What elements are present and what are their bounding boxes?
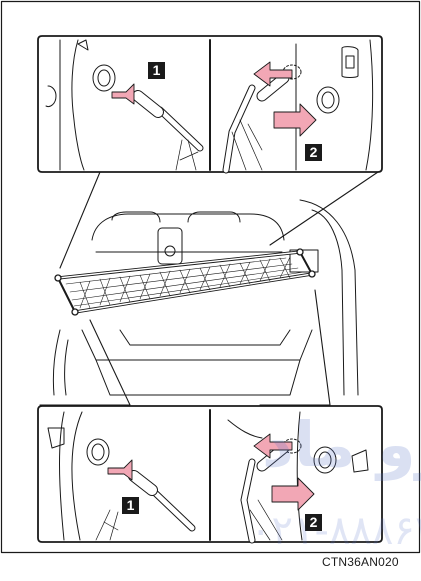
step-badge-bottom-left: 1 [122, 497, 139, 514]
callout-bottom-right [260, 290, 330, 405]
step-badge-top-right: 2 [305, 144, 322, 161]
callout-top-left [60, 172, 100, 268]
watermark-logo: رو ماد [262, 408, 421, 481]
watermark-digits: ۰۲۱-۸۸۸۶۲ [250, 508, 421, 554]
step-badge-top-left: 1 [148, 62, 165, 79]
callout-top-right [270, 172, 378, 245]
figure-code: CTN36AN020 [322, 555, 399, 569]
panel-top [38, 36, 382, 172]
cargo-area-illustration [40, 172, 378, 405]
